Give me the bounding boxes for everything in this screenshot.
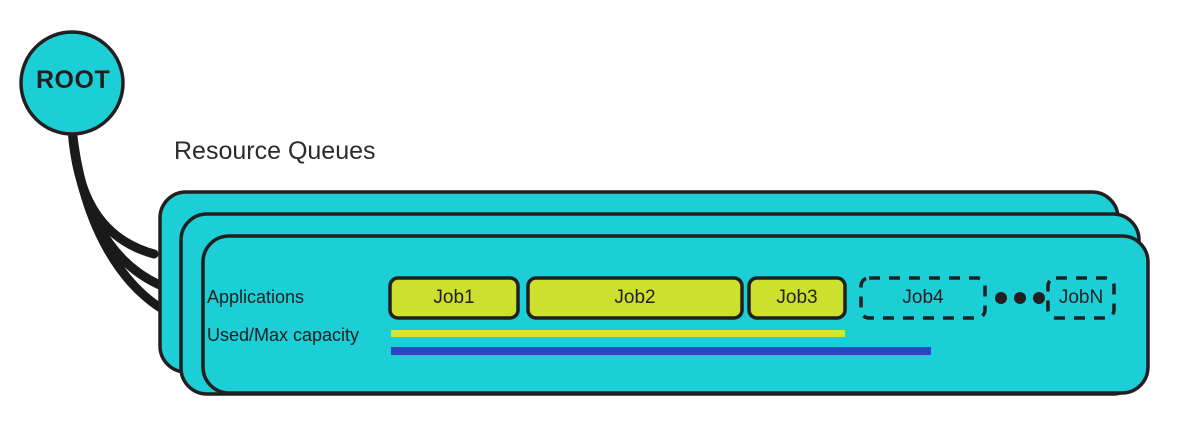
- job-label-job4: Job4: [902, 287, 944, 308]
- job-label-job3: Job3: [776, 287, 818, 308]
- job-box-job4[interactable]: [859, 276, 987, 320]
- used-max-capacity-row-label: Used/Max capacity: [207, 325, 360, 345]
- job-box-job1[interactable]: [388, 276, 520, 320]
- max-capacity-bar: [391, 347, 931, 355]
- root-node-circle[interactable]: [19, 30, 125, 136]
- job-label-jobn: JobN: [1058, 287, 1104, 308]
- job-box-jobn[interactable]: [1046, 276, 1116, 320]
- applications-row-label: Applications: [207, 287, 305, 307]
- job-box-job2[interactable]: [526, 276, 744, 320]
- job-label-job1: Job1: [433, 287, 475, 308]
- used-capacity-bar: [391, 330, 845, 337]
- ellipsis-dots-icon: [995, 292, 1045, 304]
- root-node-label: ROOT: [36, 66, 111, 94]
- resource-queues-title: Resource Queues: [174, 137, 376, 165]
- job-label-job2: Job2: [614, 287, 656, 308]
- job-box-job3[interactable]: [747, 276, 847, 320]
